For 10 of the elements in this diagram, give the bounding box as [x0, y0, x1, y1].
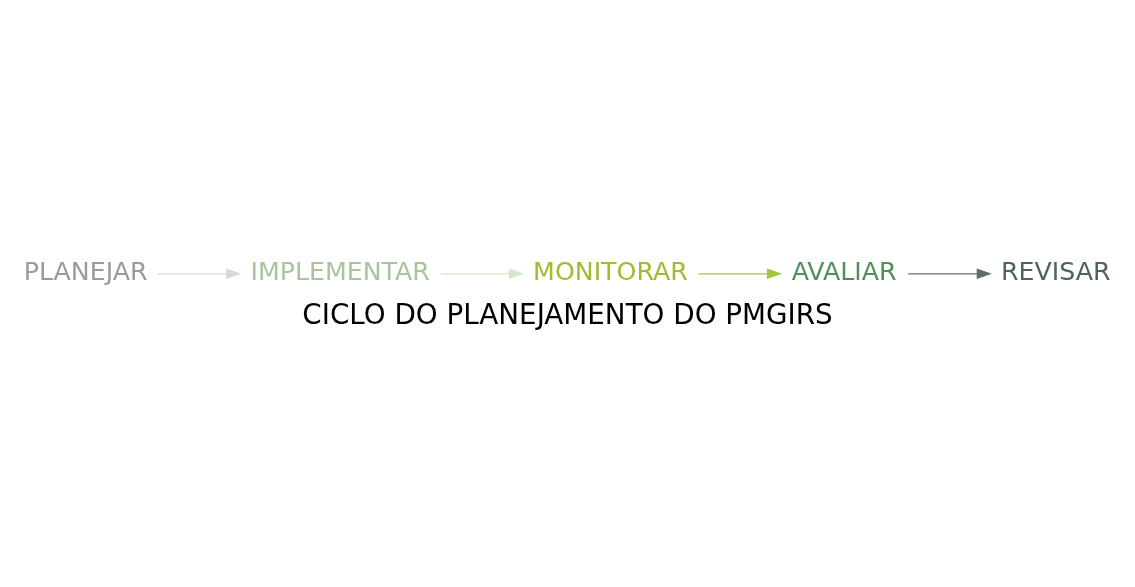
arrow — [907, 268, 992, 279]
arrow — [697, 268, 783, 279]
arrow — [157, 268, 242, 279]
node-text: REVISAR — [1000, 256, 1111, 286]
diagram-title: CICLO DO PLANEJAMENTO DO PMGIRS — [302, 297, 833, 331]
node-text: PLANEJAR — [23, 256, 148, 286]
arrow — [440, 268, 525, 279]
node-text: IMPLEMENTAR — [250, 256, 430, 286]
node-text: MONITORAR — [533, 256, 688, 286]
node-text: AVALIAR — [791, 256, 897, 286]
